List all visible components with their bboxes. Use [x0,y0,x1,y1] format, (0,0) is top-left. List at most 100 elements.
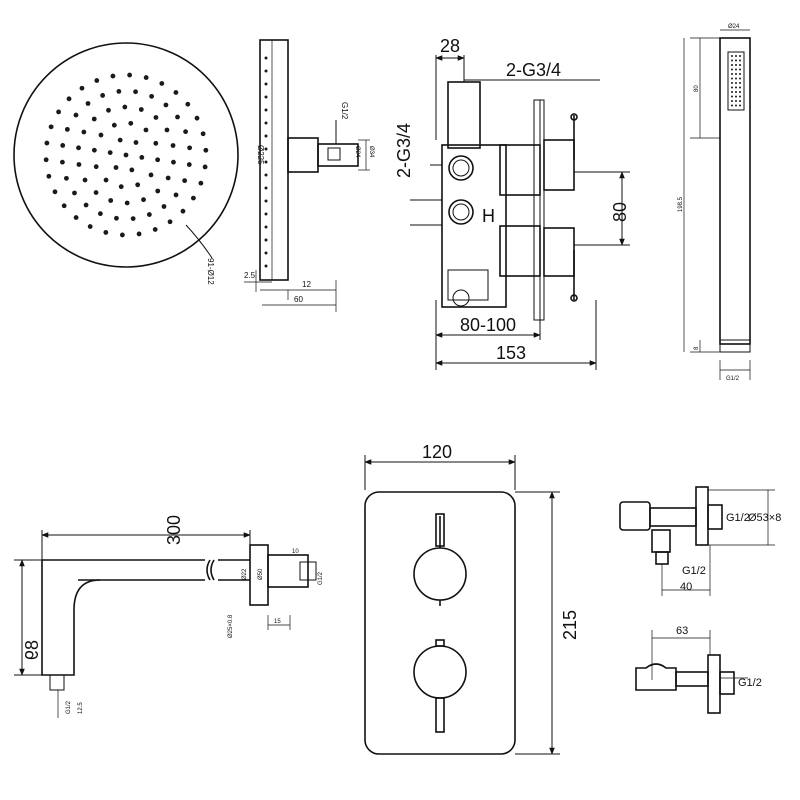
hand-nozzle-dot [739,77,741,80]
nozzle-dot [152,227,158,232]
shower-head-top-view: 91-Ø12 [13,42,239,285]
nozzle-dot [164,127,170,133]
hand-nozzle-dot [735,64,737,66]
side-nozzle-dot [264,108,268,112]
nozzle-dot [124,200,130,206]
nozzle-dot [64,175,69,181]
nozzle-dot [91,116,97,122]
outlet-a-lower-thread: G1/2 [682,565,706,577]
hand-nozzle-dot [739,68,741,71]
nozzle-dot [163,102,169,108]
side-nozzle-dot [264,121,268,125]
hand-nozzle-dot [735,91,737,93]
inlets-label: 2-G3/4 [394,123,414,178]
nozzle-dot [175,114,180,120]
shower-head-nozzles [43,72,209,238]
hand-dim-80: 80 [694,85,700,92]
hand-nozzle-dot [731,59,733,62]
nozzle-dot [93,164,99,170]
bracket-thread: G1/2 [738,677,762,689]
nozzle-dot [43,157,49,163]
nozzle-dot [153,140,159,146]
nozzle-dot [87,224,93,229]
hand-nozzle-dot [739,95,741,98]
side-nozzle-dot [264,147,268,151]
nozzle-dot [83,202,89,208]
hand-nozzle-dot [731,77,733,80]
nozzle-label: 91-Ø12 [206,258,215,285]
hand-nozzle-dot [731,95,733,98]
hand-nozzle-dot [735,86,737,89]
d24-label: Ø24 [354,146,360,158]
nozzle-dot [173,192,179,198]
valve-body [441,144,507,308]
outlet-a-thread: G1/2 [726,512,750,524]
nozzle-dot [173,90,179,95]
dim-89: 89 [22,640,42,660]
hand-nozzle-dot [731,86,733,89]
hand-nozzle-dot [731,55,733,57]
hand-dim-8: 8 [694,346,700,350]
dim-300: 300 [164,515,184,545]
nozzle-dot [198,180,204,186]
nozzle-dot [130,216,136,222]
side-nozzle-dot [264,251,268,255]
hand-nozzle-dot [739,73,741,75]
hand-nozzle-dot [739,100,741,102]
wall-outlet-bracket: 63 G1/2 [635,625,762,714]
shower-head-side-view: G1/2 Ø34 Ø24 Ø225 2.5 12 60 [244,39,374,312]
dim-80-100: 80-100 [460,315,516,335]
nozzle-dot [46,173,52,179]
shower-head-connector [287,137,319,173]
nozzle-dot [94,78,100,83]
arm-thread-label: G1/2 [318,571,324,585]
nozzle-dot [73,112,79,118]
nozzle-dot [200,131,206,137]
nozzle-dot [110,73,116,79]
dim-60: 60 [294,295,303,304]
diameter-label: Ø225 [256,145,265,165]
nozzle-dot [114,215,119,221]
hand-nozzle-dot [731,104,733,107]
nozzle-dot [59,159,65,165]
nozzle-dot [72,190,77,196]
nozzle-dot [185,101,191,107]
nozzle-dot [56,109,61,115]
valve-cover-plate [364,491,516,755]
side-nozzle-dot [264,95,268,99]
nozzle-dot [153,115,159,120]
dim-153: 153 [496,343,526,363]
hand-nozzle-dot [735,59,737,62]
nozzle-dot [127,72,133,78]
outlet-a-dim-40: 40 [680,581,692,593]
nozzle-dot [155,188,161,194]
nozzle-dot [129,167,135,173]
nozzle-dot [107,150,113,156]
inlet-top [448,155,474,181]
nozzle-dot [159,81,165,86]
dim-d50: Ø50 [258,568,264,580]
upper-handle [413,547,467,601]
hand-nozzle-dot [739,59,741,62]
nozzle-dot [97,211,103,217]
inlet-bottom [448,199,474,225]
shower-arm: 300 89 Ø22 10 Ø50 G1/2 15 Ø25×0.8 12.5 G… [14,515,324,718]
side-nozzle-dot [264,69,268,73]
hand-nozzle-dot [731,91,733,93]
nozzle-dot [123,152,129,158]
hand-nozzle-dot [739,82,741,84]
nozzle-dot [128,120,134,126]
nozzle-leader-line [185,224,213,259]
wall-outlet-holder: G1/2 Ø53×8 G1/2 40 [619,486,781,596]
hand-thread-label: G1/2 [726,376,740,382]
hand-nozzle-dot [735,82,737,84]
hand-nozzle-dot [739,86,741,89]
nozzle-dot [79,85,85,91]
nozzle-dot [64,126,70,132]
nozzle-dot [73,215,79,220]
hand-nozzle-dot [739,55,741,57]
nozzle-dot [81,129,87,135]
valve-side-view: 28 2-G3/4 H 2-G3/4 80 [394,36,630,370]
hand-nozzle-dot [731,73,733,75]
